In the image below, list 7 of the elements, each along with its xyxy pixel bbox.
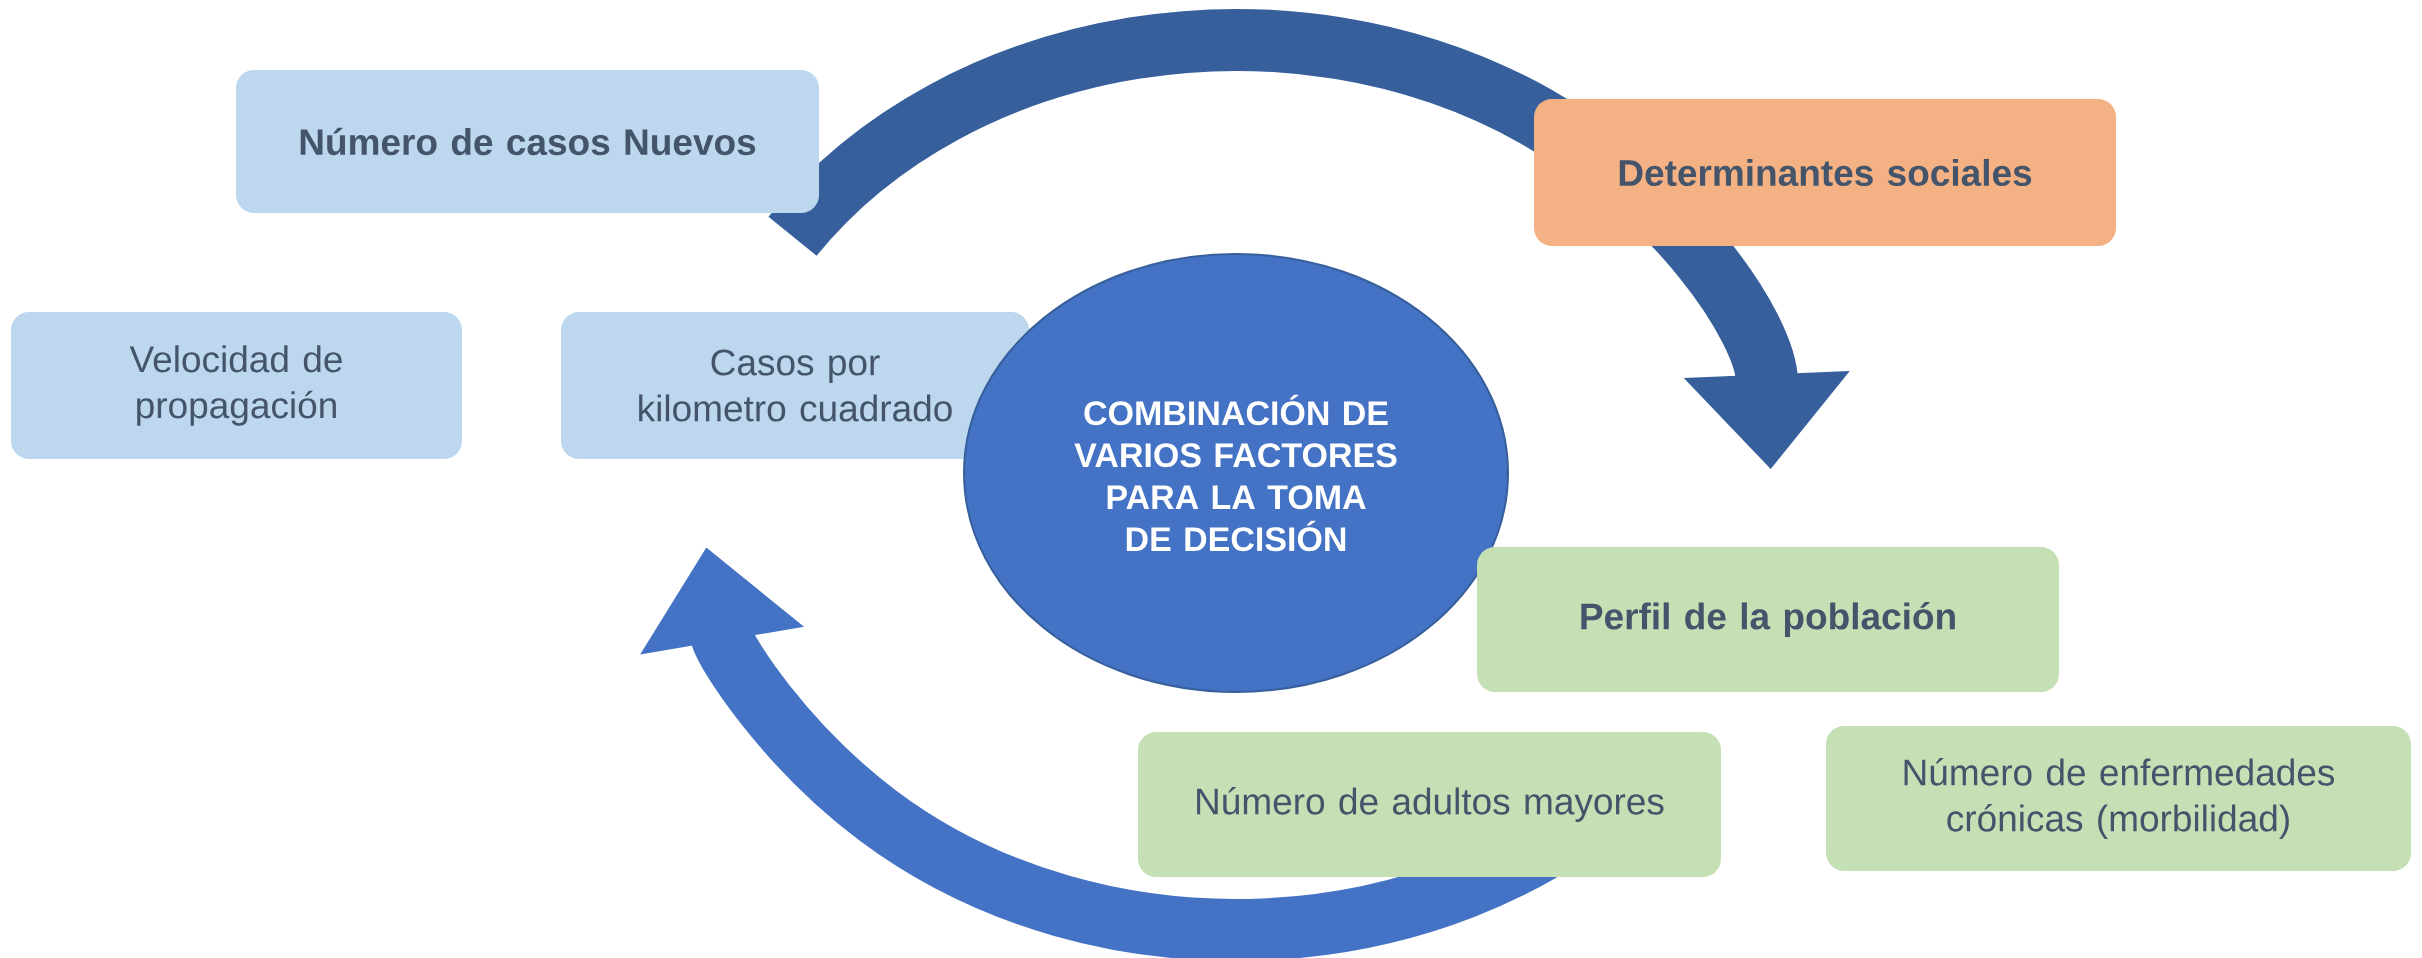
factor-box: Perfil de la población [1477,547,2059,692]
factor-box: Número de adultos mayores [1138,732,1721,877]
factor-box: Casos por kilometro cuadrado [561,312,1029,459]
factor-box: Número de casos Nuevos [236,70,819,213]
factor-box: Determinantes sociales [1534,99,2116,246]
factor-box: Número de enfermedades crónicas (morbilidad) [1826,726,2411,871]
factor-box: Velocidad de propagación [11,312,462,459]
